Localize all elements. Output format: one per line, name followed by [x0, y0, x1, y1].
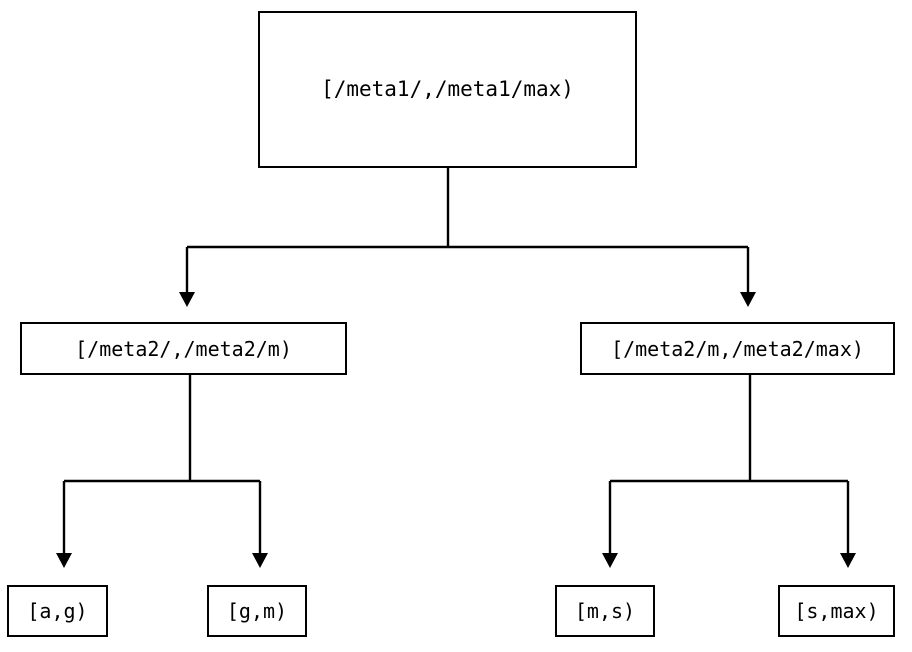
arrowhead-to-leaf-gm-icon — [252, 553, 268, 568]
arrowhead-to-leaf-smax-icon — [840, 553, 856, 568]
edge-mid-right-to-leaves — [602, 375, 856, 568]
arrowhead-root-to-mid-left-icon — [179, 292, 195, 307]
node-mid-right[interactable]: [/meta2/m,/meta2/max) — [580, 322, 895, 375]
node-leaf-gm-label: [g,m) — [226, 599, 288, 623]
node-leaf-smax[interactable]: [s,max) — [778, 585, 895, 637]
arrowhead-to-leaf-ms-icon — [602, 553, 618, 568]
edge-root-to-mid-nodes — [179, 168, 756, 307]
arrowhead-to-leaf-ag-icon — [56, 553, 72, 568]
node-mid-left-label: [/meta2/,/meta2/m) — [75, 336, 292, 361]
node-leaf-gm[interactable]: [g,m) — [207, 585, 307, 637]
node-mid-left[interactable]: [/meta2/,/meta2/m) — [20, 322, 347, 375]
node-leaf-ag[interactable]: [a,g) — [7, 585, 108, 637]
node-leaf-ms[interactable]: [m,s) — [555, 585, 655, 637]
node-root-label: [/meta1/,/meta1/max) — [321, 77, 574, 101]
node-leaf-ms-label: [m,s) — [574, 599, 636, 623]
node-root[interactable]: [/meta1/,/meta1/max) — [258, 11, 637, 168]
node-leaf-smax-label: [s,max) — [794, 599, 879, 623]
node-mid-right-label: [/meta2/m,/meta2/max) — [611, 336, 864, 361]
edge-mid-left-to-leaves — [56, 375, 268, 568]
node-leaf-ag-label: [a,g) — [27, 599, 88, 623]
arrowhead-root-to-mid-right-icon — [740, 292, 756, 307]
